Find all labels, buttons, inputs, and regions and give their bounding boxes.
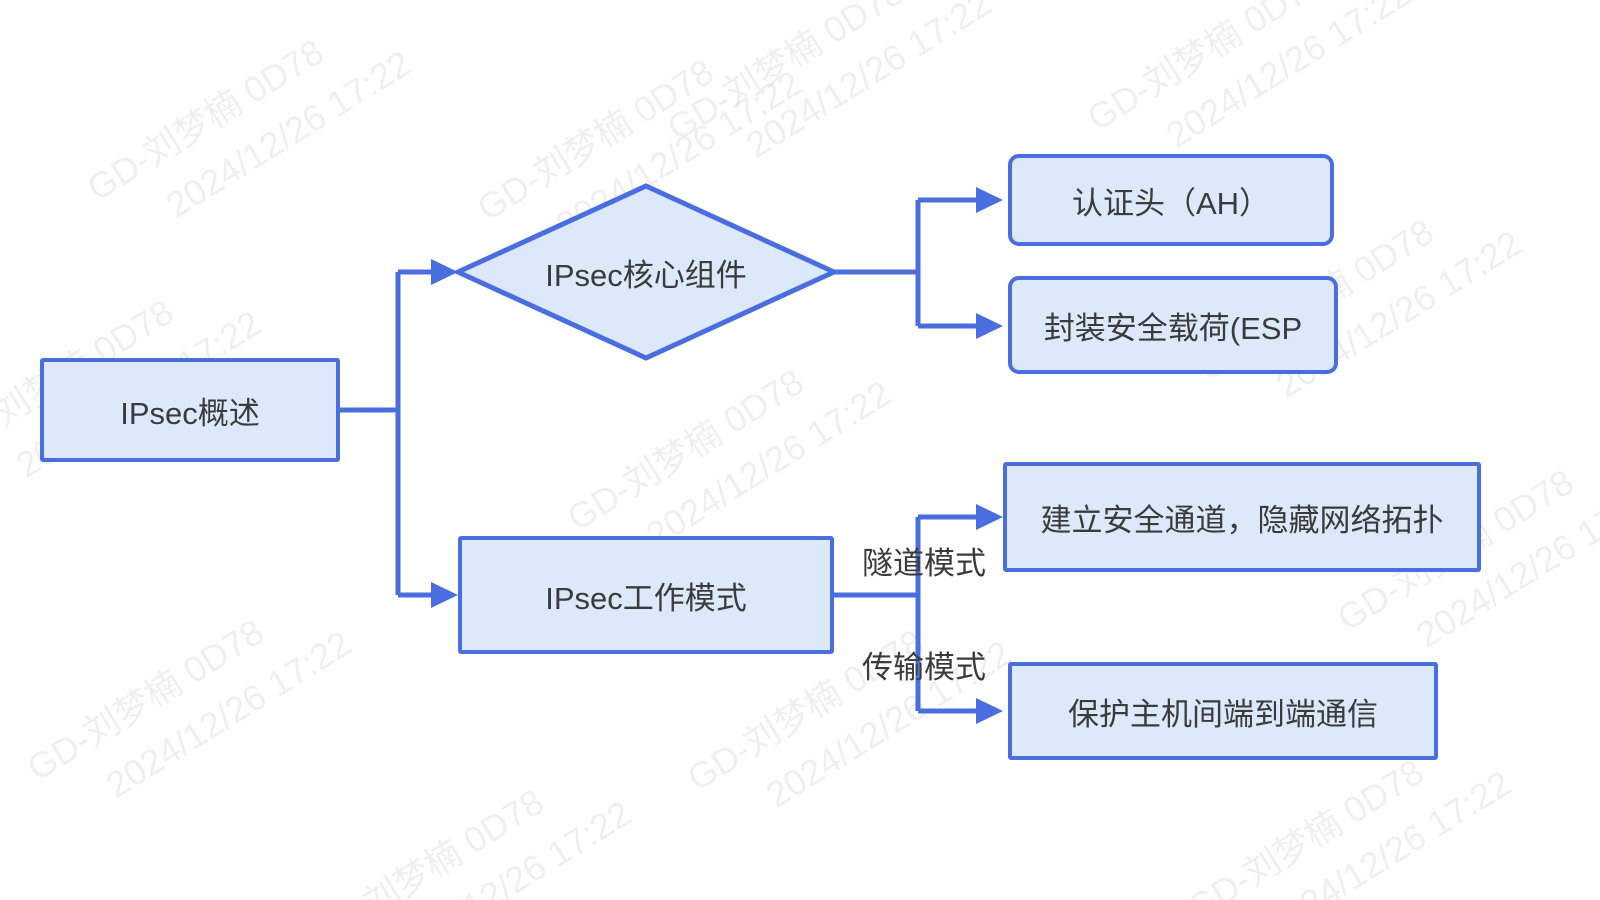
node-ipsec-overview[interactable]: IPsec概述 — [40, 358, 340, 462]
node-label: 封装安全载荷(ESP — [1043, 310, 1303, 346]
node-transport-result[interactable]: 保护主机间端到端通信 — [1008, 662, 1438, 760]
node-esp[interactable]: 封装安全载荷(ESP — [1008, 276, 1338, 374]
node-core-components-label[interactable]: IPsec核心组件 — [458, 252, 834, 293]
node-label: 建立安全通道，隐藏网络拓扑 — [1040, 502, 1444, 538]
node-label: 认证头（AH） — [1071, 185, 1271, 221]
arrowhead-to-work-mode — [431, 582, 458, 608]
node-label: IPsec工作模式 — [545, 580, 747, 616]
arrowhead-to-ah — [976, 187, 1003, 213]
arrowhead-to-core-components — [431, 259, 458, 285]
node-work-mode[interactable]: IPsec工作模式 — [458, 536, 834, 654]
edge-label-transport-mode[interactable]: 传输模式 — [862, 650, 986, 685]
node-label: IPsec概述 — [120, 395, 260, 431]
node-label: IPsec核心组件 — [545, 257, 747, 293]
edge-label-tunnel-mode[interactable]: 隧道模式 — [862, 546, 986, 581]
arrowhead-to-tunnel-result — [976, 504, 1003, 530]
node-authentication-header[interactable]: 认证头（AH） — [1008, 154, 1334, 246]
arrowhead-to-transport-result — [976, 698, 1003, 724]
node-label: 保护主机间端到端通信 — [1068, 696, 1378, 732]
node-tunnel-result[interactable]: 建立安全通道，隐藏网络拓扑 — [1003, 462, 1481, 572]
decision-diamond[interactable] — [451, 183, 841, 361]
arrowhead-to-esp — [976, 313, 1003, 339]
